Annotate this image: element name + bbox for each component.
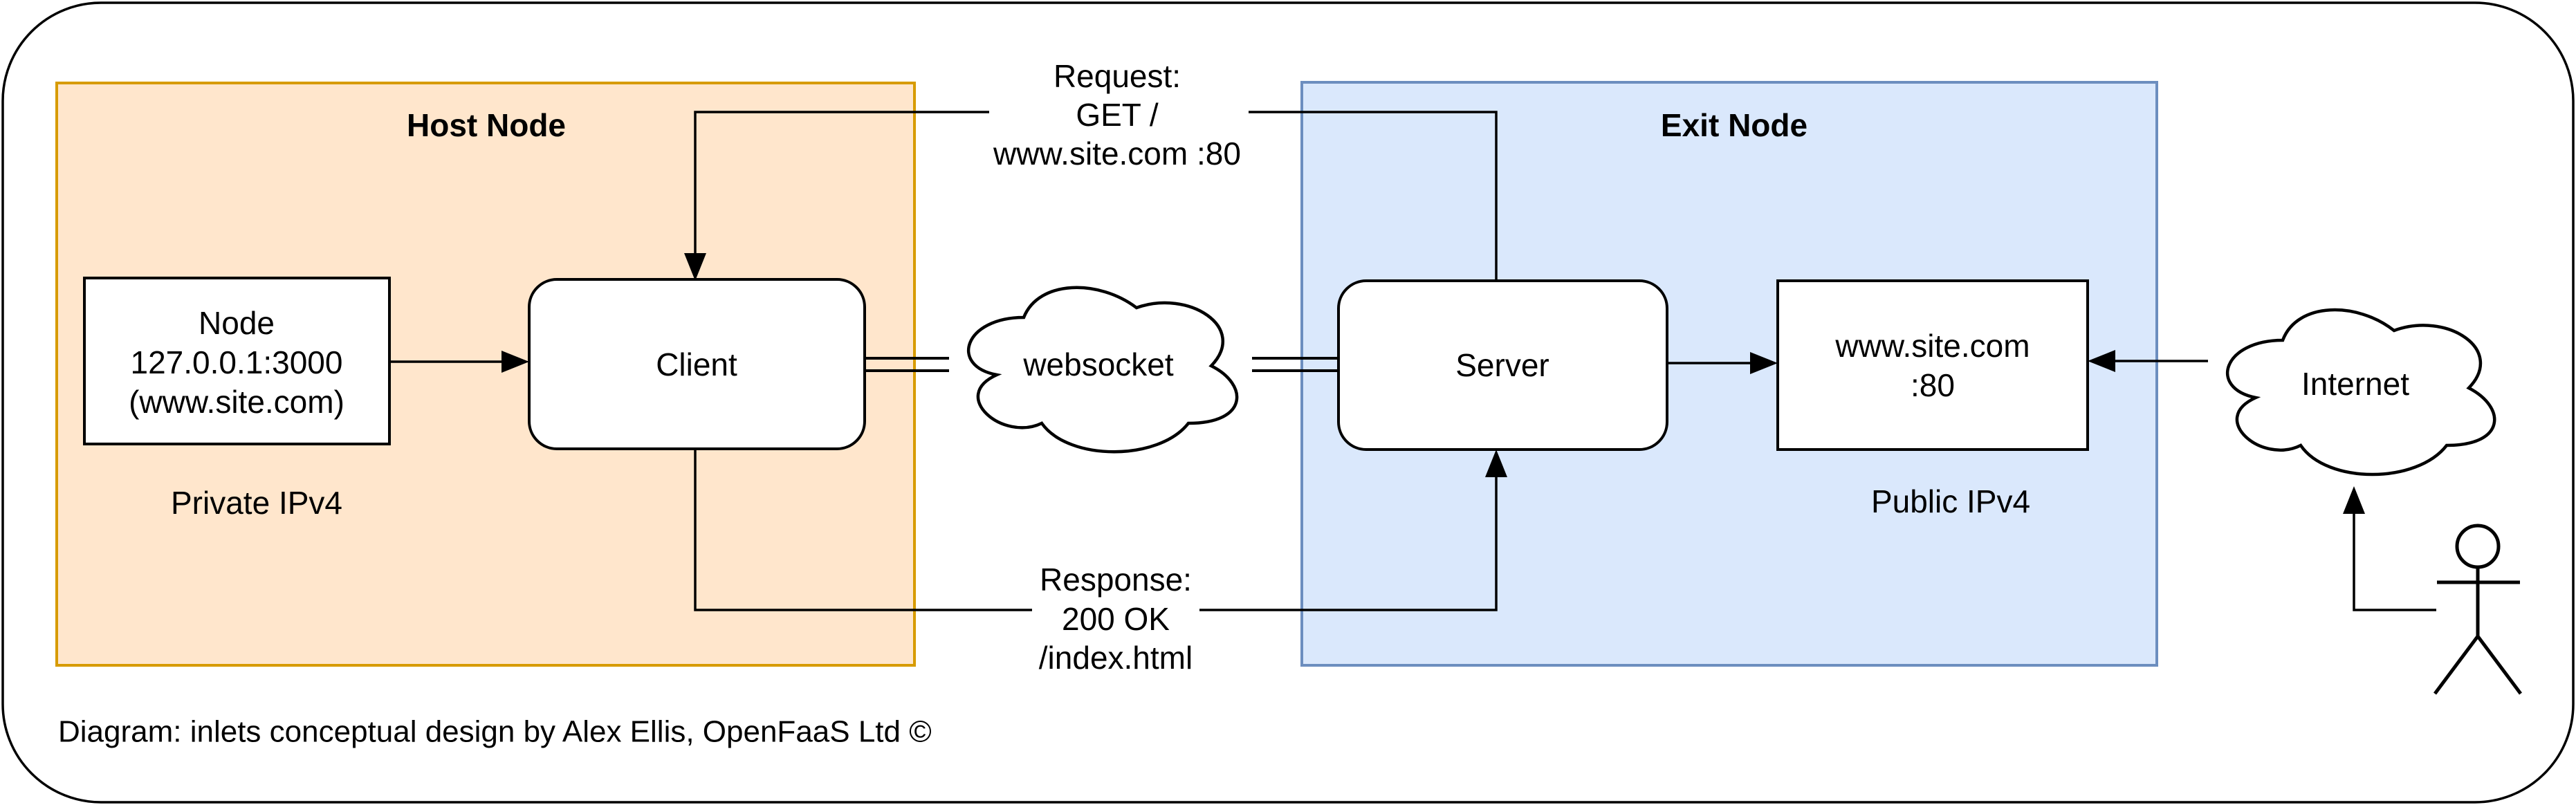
host-node-title: Host Node	[407, 107, 566, 143]
node-box-label-line3: (www.site.com)	[129, 384, 344, 420]
user-to-internet-arrowhead-icon	[2343, 486, 2365, 514]
node-to-client-arrowhead-icon	[502, 351, 529, 373]
node-box	[83, 277, 391, 445]
server-box-label: Server	[1455, 347, 1549, 383]
server-to-site-arrowhead-icon	[1750, 352, 1778, 374]
node-to-client-arrow	[389, 351, 529, 373]
private-ipv4-label: Private IPv4	[171, 485, 342, 521]
site-box	[1776, 279, 2089, 451]
server-box	[1337, 279, 1668, 451]
internet-cloud-label: Internet	[2301, 366, 2409, 402]
response-arrowhead-icon	[1485, 450, 1507, 477]
response-label-line3: /index.html	[1039, 640, 1193, 676]
user-person-icon	[2433, 524, 2523, 695]
server-to-site-arrow	[1667, 352, 1778, 374]
node-box-label-line1: Node	[199, 305, 275, 341]
request-label-line3: www.site.com :80	[993, 136, 1241, 172]
client-websocket-link	[865, 357, 949, 372]
request-label-line1: Request:	[1054, 58, 1181, 94]
client-box	[528, 278, 866, 450]
request-path	[684, 111, 1498, 281]
exit-node-title: Exit Node	[1661, 107, 1807, 143]
diagram-caption: Diagram: inlets conceptual design by Ale…	[58, 715, 932, 749]
response-path	[694, 449, 1507, 611]
websocket-cloud-icon	[967, 286, 1239, 454]
node-box-label-line2: 127.0.0.1:3000	[131, 344, 343, 380]
websocket-cloud-label: websocket	[1022, 346, 1174, 382]
internet-cloud-icon	[2226, 308, 2496, 476]
user-to-internet-arrow	[2343, 486, 2436, 611]
request-arrowhead-icon	[684, 253, 706, 281]
site-box-label-line1: www.site.com	[1834, 328, 2030, 364]
public-ipv4-label: Public IPv4	[1871, 483, 2030, 519]
site-box-label-line2: :80	[1911, 367, 1955, 403]
websocket-server-link	[1252, 357, 1338, 372]
internet-to-site-arrowhead-icon	[2088, 350, 2115, 372]
response-label-line2: 200 OK	[1062, 601, 1170, 637]
client-box-label: Client	[656, 346, 737, 382]
request-label-line2: GET /	[1076, 97, 1159, 133]
internet-to-site-arrow	[2088, 350, 2208, 372]
response-label-line1: Response:	[1040, 562, 1192, 598]
